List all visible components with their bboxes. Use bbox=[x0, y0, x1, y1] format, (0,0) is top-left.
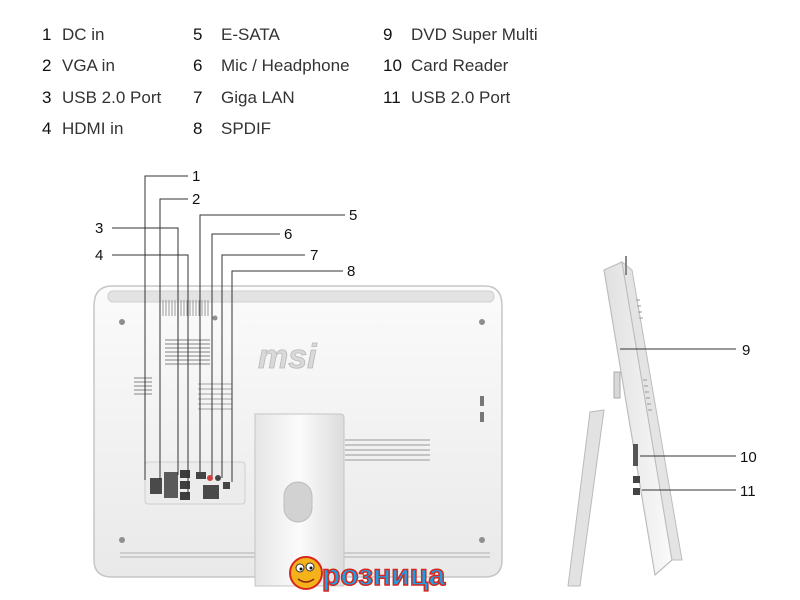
side-edge bbox=[621, 260, 683, 561]
port-legend: 1 DC in 2 VGA in 3 USB 2.0 Port 4 HDMI i… bbox=[0, 0, 800, 150]
legend-item-mic-headphone: 6 Mic / Headphone bbox=[193, 56, 350, 76]
legend-label: SPDIF bbox=[221, 119, 272, 138]
audio-jack bbox=[215, 475, 221, 481]
top-vent-strip bbox=[107, 290, 495, 303]
leader-line-2 bbox=[159, 198, 188, 480]
callout-10: 10 bbox=[740, 449, 757, 466]
side-usb-port bbox=[633, 476, 640, 483]
legend-number: 7 bbox=[193, 88, 203, 107]
leader-line-8 bbox=[231, 270, 343, 482]
callout-2: 2 bbox=[192, 191, 200, 208]
legend-number: 10 bbox=[383, 56, 402, 75]
stand-slot bbox=[283, 481, 313, 523]
legend-label: Giga LAN bbox=[221, 88, 295, 107]
legend-item-card-reader: 10 Card Reader bbox=[383, 56, 508, 76]
legend-label: DVD Super Multi bbox=[411, 25, 538, 44]
leader-line-6 bbox=[211, 233, 280, 476]
legend-item-dvd: 9 DVD Super Multi bbox=[383, 25, 538, 45]
legend-item-side-usb: 11 USB 2.0 Port bbox=[383, 88, 510, 108]
leader-line-3 bbox=[112, 227, 179, 475]
esata-port bbox=[196, 472, 206, 479]
watermark-text: розница bbox=[322, 559, 446, 592]
right-side-indicators bbox=[480, 396, 484, 422]
mascot-icon bbox=[289, 556, 323, 590]
callout-1: 1 bbox=[192, 168, 200, 185]
callout-4: 4 bbox=[95, 247, 103, 264]
leader-line-4 bbox=[112, 254, 189, 495]
legend-label: E-SATA bbox=[221, 25, 280, 44]
callout-6: 6 bbox=[284, 226, 292, 243]
legend-number: 8 bbox=[193, 119, 203, 138]
legend-number: 9 bbox=[383, 25, 393, 44]
legend-label: USB 2.0 Port bbox=[411, 88, 511, 107]
legend-item-usb-port: 3 USB 2.0 Port bbox=[42, 88, 161, 108]
legend-number: 3 bbox=[42, 88, 52, 107]
legend-label: USB 2.0 Port bbox=[62, 88, 162, 107]
legend-number: 5 bbox=[193, 25, 203, 44]
usb-port bbox=[180, 470, 190, 478]
roznica-watermark: розница bbox=[289, 556, 446, 593]
callout-7: 7 bbox=[310, 247, 318, 264]
legend-label: Mic / Headphone bbox=[221, 56, 350, 75]
legend-item-spdif: 8 SPDIF bbox=[193, 119, 271, 139]
legend-label: DC in bbox=[62, 25, 105, 44]
pc-back-view: msi bbox=[93, 285, 503, 587]
callout-3: 3 bbox=[95, 220, 103, 237]
side-vent-slots bbox=[636, 299, 652, 411]
hdmi-port bbox=[180, 492, 190, 500]
legend-item-esata: 5 E-SATA bbox=[193, 25, 280, 45]
right-grille bbox=[345, 439, 430, 461]
spdif-port bbox=[223, 482, 230, 489]
callout-numbers: 1 2 3 4 5 6 7 8 9 10 11 bbox=[95, 168, 757, 500]
legend-number: 11 bbox=[383, 88, 401, 107]
side-usb-port bbox=[633, 488, 640, 495]
dvd-slot bbox=[613, 371, 621, 399]
callout-lines bbox=[112, 175, 736, 495]
legend-number: 6 bbox=[193, 56, 203, 75]
callout-11: 11 bbox=[740, 483, 756, 500]
card-reader-slot bbox=[633, 444, 638, 466]
legend-label: HDMI in bbox=[62, 119, 124, 138]
leader-line-5 bbox=[199, 214, 345, 472]
legend-number: 2 bbox=[42, 56, 52, 75]
legend-number: 1 bbox=[42, 25, 52, 44]
dc-in-port bbox=[150, 478, 162, 494]
usb-port bbox=[180, 481, 190, 489]
callout-9: 9 bbox=[742, 342, 750, 359]
audio-jack bbox=[207, 475, 213, 481]
callout-5: 5 bbox=[349, 207, 357, 224]
msi-logo: msi bbox=[258, 338, 318, 376]
rear-io-panel bbox=[144, 461, 246, 505]
legend-item-vga-in: 2 VGA in bbox=[42, 56, 115, 76]
legend-item-dc-in: 1 DC in bbox=[42, 25, 105, 45]
side-stand-leg bbox=[567, 409, 605, 587]
legend-item-giga-lan: 7 Giga LAN bbox=[193, 88, 295, 108]
lan-port bbox=[203, 485, 219, 499]
leader-line-1 bbox=[144, 175, 188, 480]
screw-holes bbox=[119, 315, 485, 543]
leader-line-7 bbox=[221, 254, 305, 478]
center-grille bbox=[198, 383, 232, 410]
legend-label: VGA in bbox=[62, 56, 115, 75]
pc-side-view bbox=[567, 256, 683, 587]
vga-port bbox=[164, 472, 178, 498]
callout-8: 8 bbox=[347, 263, 355, 280]
legend-item-hdmi-in: 4 HDMI in bbox=[42, 119, 123, 139]
legend-number: 4 bbox=[42, 119, 52, 138]
legend-label: Card Reader bbox=[411, 56, 509, 75]
